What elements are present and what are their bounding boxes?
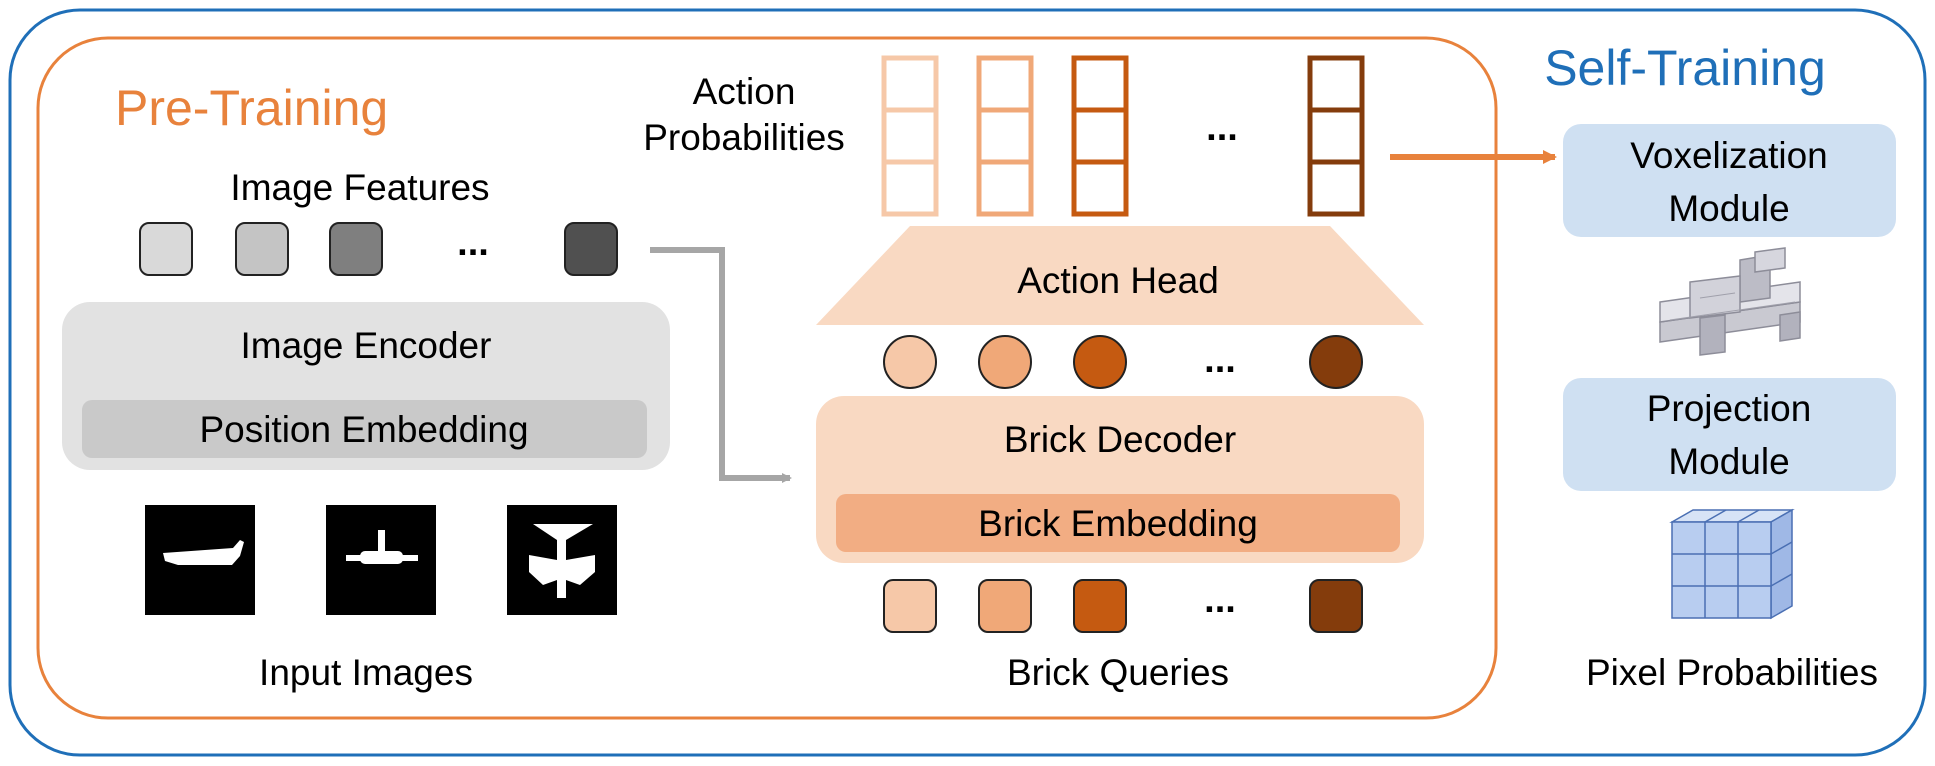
action-head-label: Action Head [1017,260,1219,301]
projection-module-label-line1: Projection [1647,388,1812,429]
position-embedding-label: Position Embedding [199,409,528,450]
image-features-ellipsis: ... [457,222,489,264]
action-probability-column-4 [1307,55,1365,217]
image-feature-token-4 [564,222,618,276]
voxelization-module-label-line1: Voxelization [1630,135,1827,176]
action-probability-column-1 [881,55,939,217]
airplane-side-silhouette-icon [145,505,255,615]
input-images-label: Input Images [259,652,473,693]
blue-pixel-cube-grid-icon [1669,508,1795,620]
brick-query-token-4 [1309,579,1363,633]
voxelization-module-label-line2: Module [1668,188,1789,229]
action-probability-column-2 [976,55,1034,217]
image-feature-token-3 [329,222,383,276]
self-training-title: Self-Training [1544,40,1826,96]
brick-decoder-label: Brick Decoder [1004,419,1236,460]
lego-airplane-voxel-icon [1659,247,1801,356]
action-probabilities-label-line1: Action [693,71,796,112]
action-probabilities-ellipsis: ... [1206,107,1238,149]
decoder-output-ellipsis: ... [1204,339,1236,381]
brick-query-token-1 [883,579,937,633]
projection-module-label-line2: Module [1668,441,1789,482]
pre-training-title: Pre-Training [115,80,388,136]
airplane-top-silhouette-icon [507,505,617,615]
brick-embedding-bar [836,494,1400,552]
decoder-output-token-3 [1073,335,1127,389]
projection-module-block [1563,378,1896,491]
brick-queries-label: Brick Queries [1007,652,1229,693]
action-probabilities-label-line2: Probabilities [643,117,845,158]
image-features-label: Image Features [230,167,489,208]
image-feature-token-2 [235,222,289,276]
image-encoder-label: Image Encoder [241,325,492,366]
self-training-frame [8,8,1927,757]
airplane-front-silhouette-icon [326,505,436,615]
image-feature-token-1 [139,222,193,276]
features-to-decoder-arrow [650,247,792,483]
decoder-output-token-1 [883,335,937,389]
pre-training-frame [36,36,1498,720]
brick-query-token-3 [1073,579,1127,633]
action-probability-column-3 [1071,55,1129,217]
pixel-probabilities-label: Pixel Probabilities [1586,652,1878,693]
brick-query-token-2 [978,579,1032,633]
decoder-output-token-4 [1309,335,1363,389]
voxelization-module-block [1563,124,1896,237]
position-embedding-bar [82,400,647,458]
decoder-output-token-2 [978,335,1032,389]
brick-embedding-label: Brick Embedding [978,503,1258,544]
action-head-block [816,226,1424,325]
brick-queries-ellipsis: ... [1204,579,1236,621]
